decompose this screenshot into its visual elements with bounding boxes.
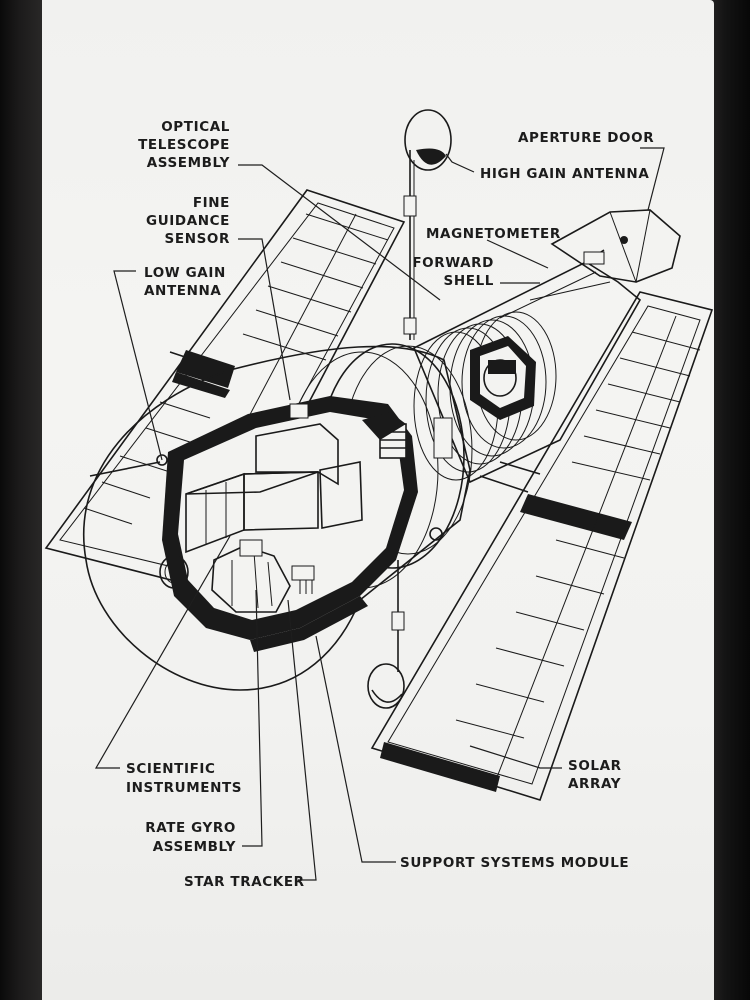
label-magnetometer: MAGNETOMETER xyxy=(426,226,561,242)
svg-text:SENSOR: SENSOR xyxy=(165,231,230,247)
svg-text:ARRAY: ARRAY xyxy=(568,776,621,792)
labels: OPTICAL TELESCOPE ASSEMBLY APERTURE DOOR… xyxy=(126,119,654,890)
label-solar-array: SOLAR ARRAY xyxy=(568,758,622,792)
right-solar-array xyxy=(370,291,714,801)
svg-text:SCIENTIFIC: SCIENTIFIC xyxy=(126,761,216,777)
label-star-tracker: STAR TRACKER xyxy=(184,874,305,890)
svg-text:ASSEMBLY: ASSEMBLY xyxy=(153,839,236,855)
svg-text:GUIDANCE: GUIDANCE xyxy=(146,213,230,229)
label-aperture-door: APERTURE DOOR xyxy=(518,130,654,146)
svg-text:SHELL: SHELL xyxy=(444,273,494,289)
svg-text:SOLAR: SOLAR xyxy=(568,758,622,774)
right-dark-edge xyxy=(708,0,750,1000)
high-gain-antenna-graphic xyxy=(403,109,452,340)
svg-text:INSTRUMENTS: INSTRUMENTS xyxy=(126,780,242,796)
svg-text:TELESCOPE: TELESCOPE xyxy=(138,137,230,153)
gyro-cluster xyxy=(211,539,315,613)
label-support-systems-module: SUPPORT SYSTEMS MODULE xyxy=(400,855,629,871)
label-scientific-instruments: SCIENTIFIC INSTRUMENTS xyxy=(126,761,242,796)
svg-text:OPTICAL: OPTICAL xyxy=(161,119,230,135)
lower-antenna-graphic xyxy=(367,560,405,709)
svg-text:FINE: FINE xyxy=(193,195,230,211)
label-optical-telescope-assembly: OPTICAL TELESCOPE ASSEMBLY xyxy=(138,119,230,171)
svg-text:RATE GYRO: RATE GYRO xyxy=(145,820,236,836)
svg-text:ASSEMBLY: ASSEMBLY xyxy=(147,155,230,171)
label-high-gain-antenna: HIGH GAIN ANTENNA xyxy=(480,166,649,182)
label-rate-gyro-assembly: RATE GYRO ASSEMBLY xyxy=(145,820,236,855)
forward-shell-graphic xyxy=(412,209,681,484)
equipment-section-graphic xyxy=(83,343,473,691)
label-fine-guidance-sensor: FINE GUIDANCE SENSOR xyxy=(146,195,230,247)
left-solar-array xyxy=(44,189,406,591)
leader-lines xyxy=(94,147,665,881)
label-low-gain-antenna: LOW GAIN ANTENNA xyxy=(144,265,226,299)
svg-text:ANTENNA: ANTENNA xyxy=(144,283,221,299)
label-forward-shell: FORWARD SHELL xyxy=(412,255,494,289)
svg-text:FORWARD: FORWARD xyxy=(412,255,494,271)
svg-text:LOW GAIN: LOW GAIN xyxy=(144,265,226,281)
left-dark-edge xyxy=(0,0,46,1000)
